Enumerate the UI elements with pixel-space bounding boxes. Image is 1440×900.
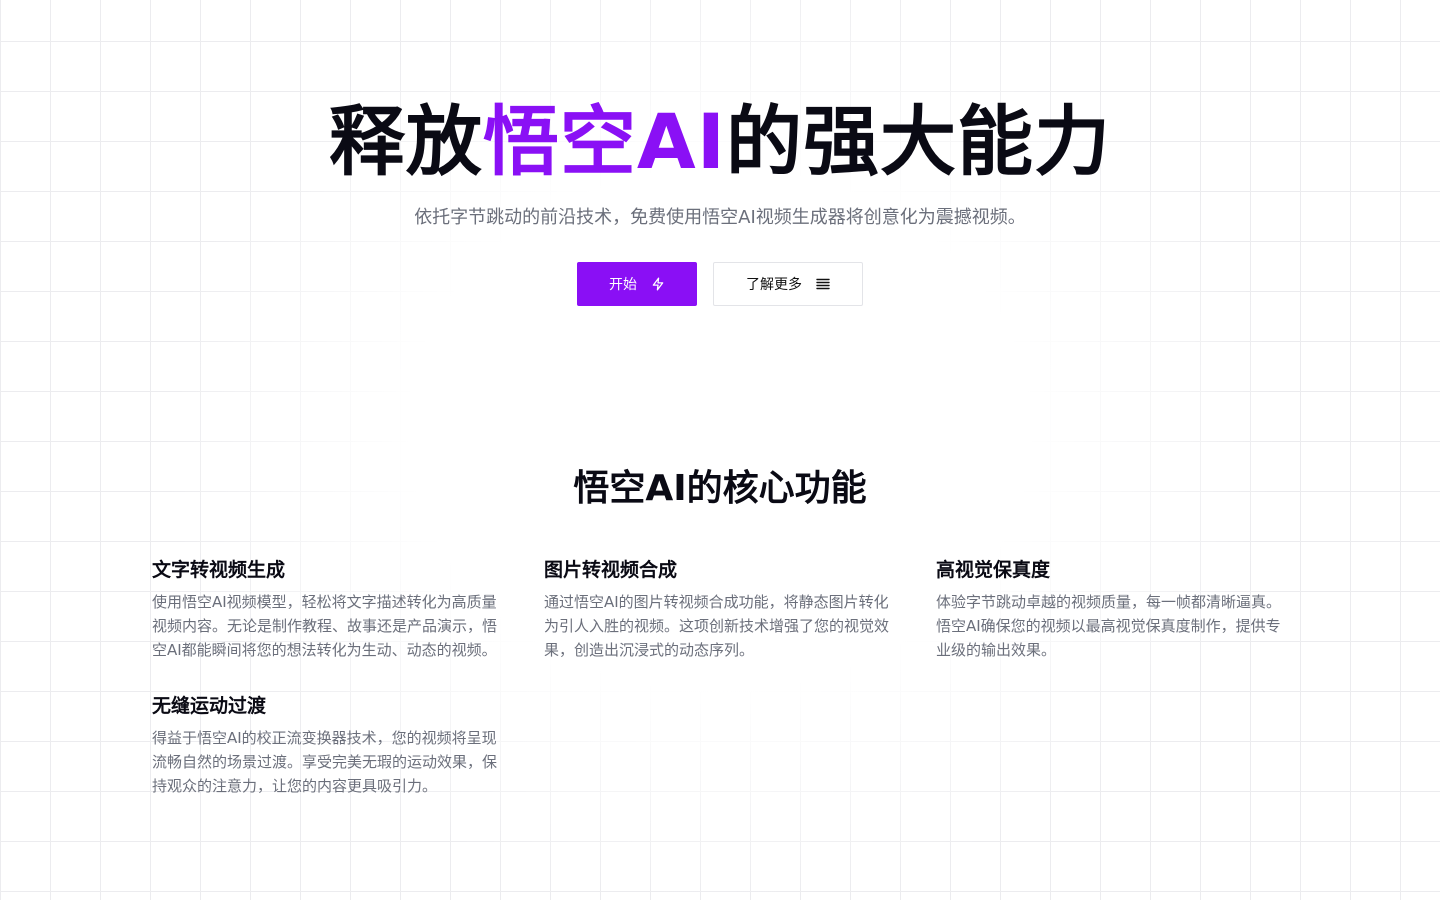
features-title: 悟空AI的核心功能 — [573, 468, 867, 509]
feature-description: 得益于悟空AI的校正流变换器技术，您的视频将呈现流畅自然的场景过渡。享受完美无瑕… — [152, 729, 498, 795]
feature-title: 文字转视频生成 — [152, 559, 286, 581]
feature-description: 通过悟空AI的图片转视频合成功能，将静态图片转化为引人入胜的视频。这项创新技术增… — [544, 593, 890, 659]
start-button-label: 开始 — [609, 277, 637, 293]
features-grid: 文字转视频生成 使用悟空AI视频模型，轻松将文字描述转化为高质量视频内容。无论是… — [152, 554, 1288, 798]
hero-title-prefix: 释放 — [328, 97, 483, 186]
cta-row: 开始 了解更多 — [0, 262, 1440, 306]
learn-more-button[interactable]: 了解更多 — [713, 262, 863, 306]
feature-title: 无缝运动过渡 — [152, 695, 267, 717]
feature-card-image-to-video: 图片转视频合成 通过悟空AI的图片转视频合成功能，将静态图片转化为引人入胜的视频… — [544, 554, 896, 662]
hero-title-suffix: 的强大能力 — [726, 97, 1112, 186]
feature-card-motion-transition: 无缝运动过渡 得益于悟空AI的校正流变换器技术，您的视频将呈现流畅自然的场景过渡… — [152, 690, 504, 798]
learn-more-button-label: 了解更多 — [746, 277, 802, 293]
hero-subtitle: 依托字节跳动的前沿技术，免费使用悟空AI视频生成器将创意化为震撼视频。 — [414, 207, 1026, 228]
feature-description: 使用悟空AI视频模型，轻松将文字描述转化为高质量视频内容。无论是制作教程、故事还… — [152, 593, 498, 659]
features-section: 悟空AI的核心功能 文字转视频生成 使用悟空AI视频模型，轻松将文字描述转化为高… — [0, 462, 1440, 795]
hero-title-accent: 悟空AI — [482, 97, 727, 186]
lightning-icon — [651, 277, 665, 291]
feature-card-text-to-video: 文字转视频生成 使用悟空AI视频模型，轻松将文字描述转化为高质量视频内容。无论是… — [152, 554, 504, 662]
menu-lines-icon — [816, 278, 830, 290]
hero-section: 释放悟空AI的强大能力 依托字节跳动的前沿技术，免费使用悟空AI视频生成器将创意… — [0, 96, 1440, 306]
feature-card-visual-fidelity: 高视觉保真度 体验字节跳动卓越的视频质量，每一帧都清晰逼真。悟空AI确保您的视频… — [936, 554, 1288, 662]
hero-title: 释放悟空AI的强大能力 — [0, 96, 1440, 188]
feature-title: 图片转视频合成 — [544, 559, 678, 581]
start-button[interactable]: 开始 — [577, 262, 697, 306]
feature-description: 体验字节跳动卓越的视频质量，每一帧都清晰逼真。悟空AI确保您的视频以最高视觉保真… — [936, 593, 1282, 659]
feature-title: 高视觉保真度 — [936, 559, 1051, 581]
